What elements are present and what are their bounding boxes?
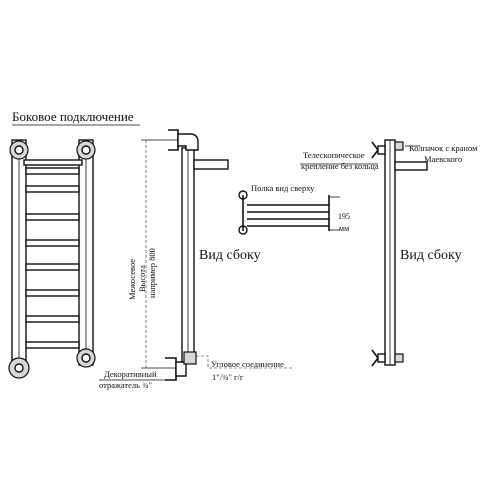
maevsky-cap — [394, 141, 404, 151]
shelf-depth-unit: мм — [339, 224, 349, 233]
dim-label-line3: например 800 — [147, 248, 157, 298]
rung — [25, 239, 80, 247]
diagram-title: Боковое подключение — [12, 109, 134, 124]
rung — [25, 263, 80, 271]
cap-label-2: Маевского — [424, 154, 462, 164]
telescopic-label-1: Телескопическое — [303, 150, 365, 160]
rung — [25, 289, 80, 297]
rung — [25, 213, 80, 221]
connection-pipe — [193, 159, 229, 170]
shelf-label: Полка вид сверху — [251, 183, 315, 193]
decorative-reflector — [165, 357, 177, 381]
side-view-label-2: Вид сбоку — [400, 248, 462, 263]
rung — [25, 185, 80, 193]
cap-label-1: Колпачок с краном — [409, 143, 478, 153]
reflector-label-2: отражатель ¾" — [99, 380, 152, 390]
top-shelf-bar — [23, 159, 83, 166]
front-view-drawing — [8, 139, 96, 379]
telescopic-mount — [371, 141, 379, 159]
shelf-top-view-drawing — [238, 190, 340, 235]
shelf-depth-value: 195 — [338, 212, 350, 221]
connection-pipe-2 — [394, 161, 428, 171]
rung — [25, 315, 80, 323]
side-view-label-1: Вид сбоку — [199, 248, 261, 263]
corner-joint — [183, 351, 197, 365]
corner-joint-label-1: Угловое соединение — [211, 359, 284, 369]
side-view-drawing-1 — [141, 129, 293, 381]
rung — [25, 167, 80, 175]
dim-label-line2: Высота — [137, 265, 147, 292]
rung — [25, 341, 80, 349]
corner-joint-label-2: 1"/¾" г/г — [212, 372, 244, 382]
reflector-label-1: Декоративный — [104, 369, 157, 379]
side-view-drawing-2 — [300, 139, 428, 367]
dim-label-line1: Межосевое — [127, 259, 137, 300]
telescopic-label-2: крепление без кольца — [301, 161, 379, 171]
bottom-mount-2 — [371, 349, 379, 367]
